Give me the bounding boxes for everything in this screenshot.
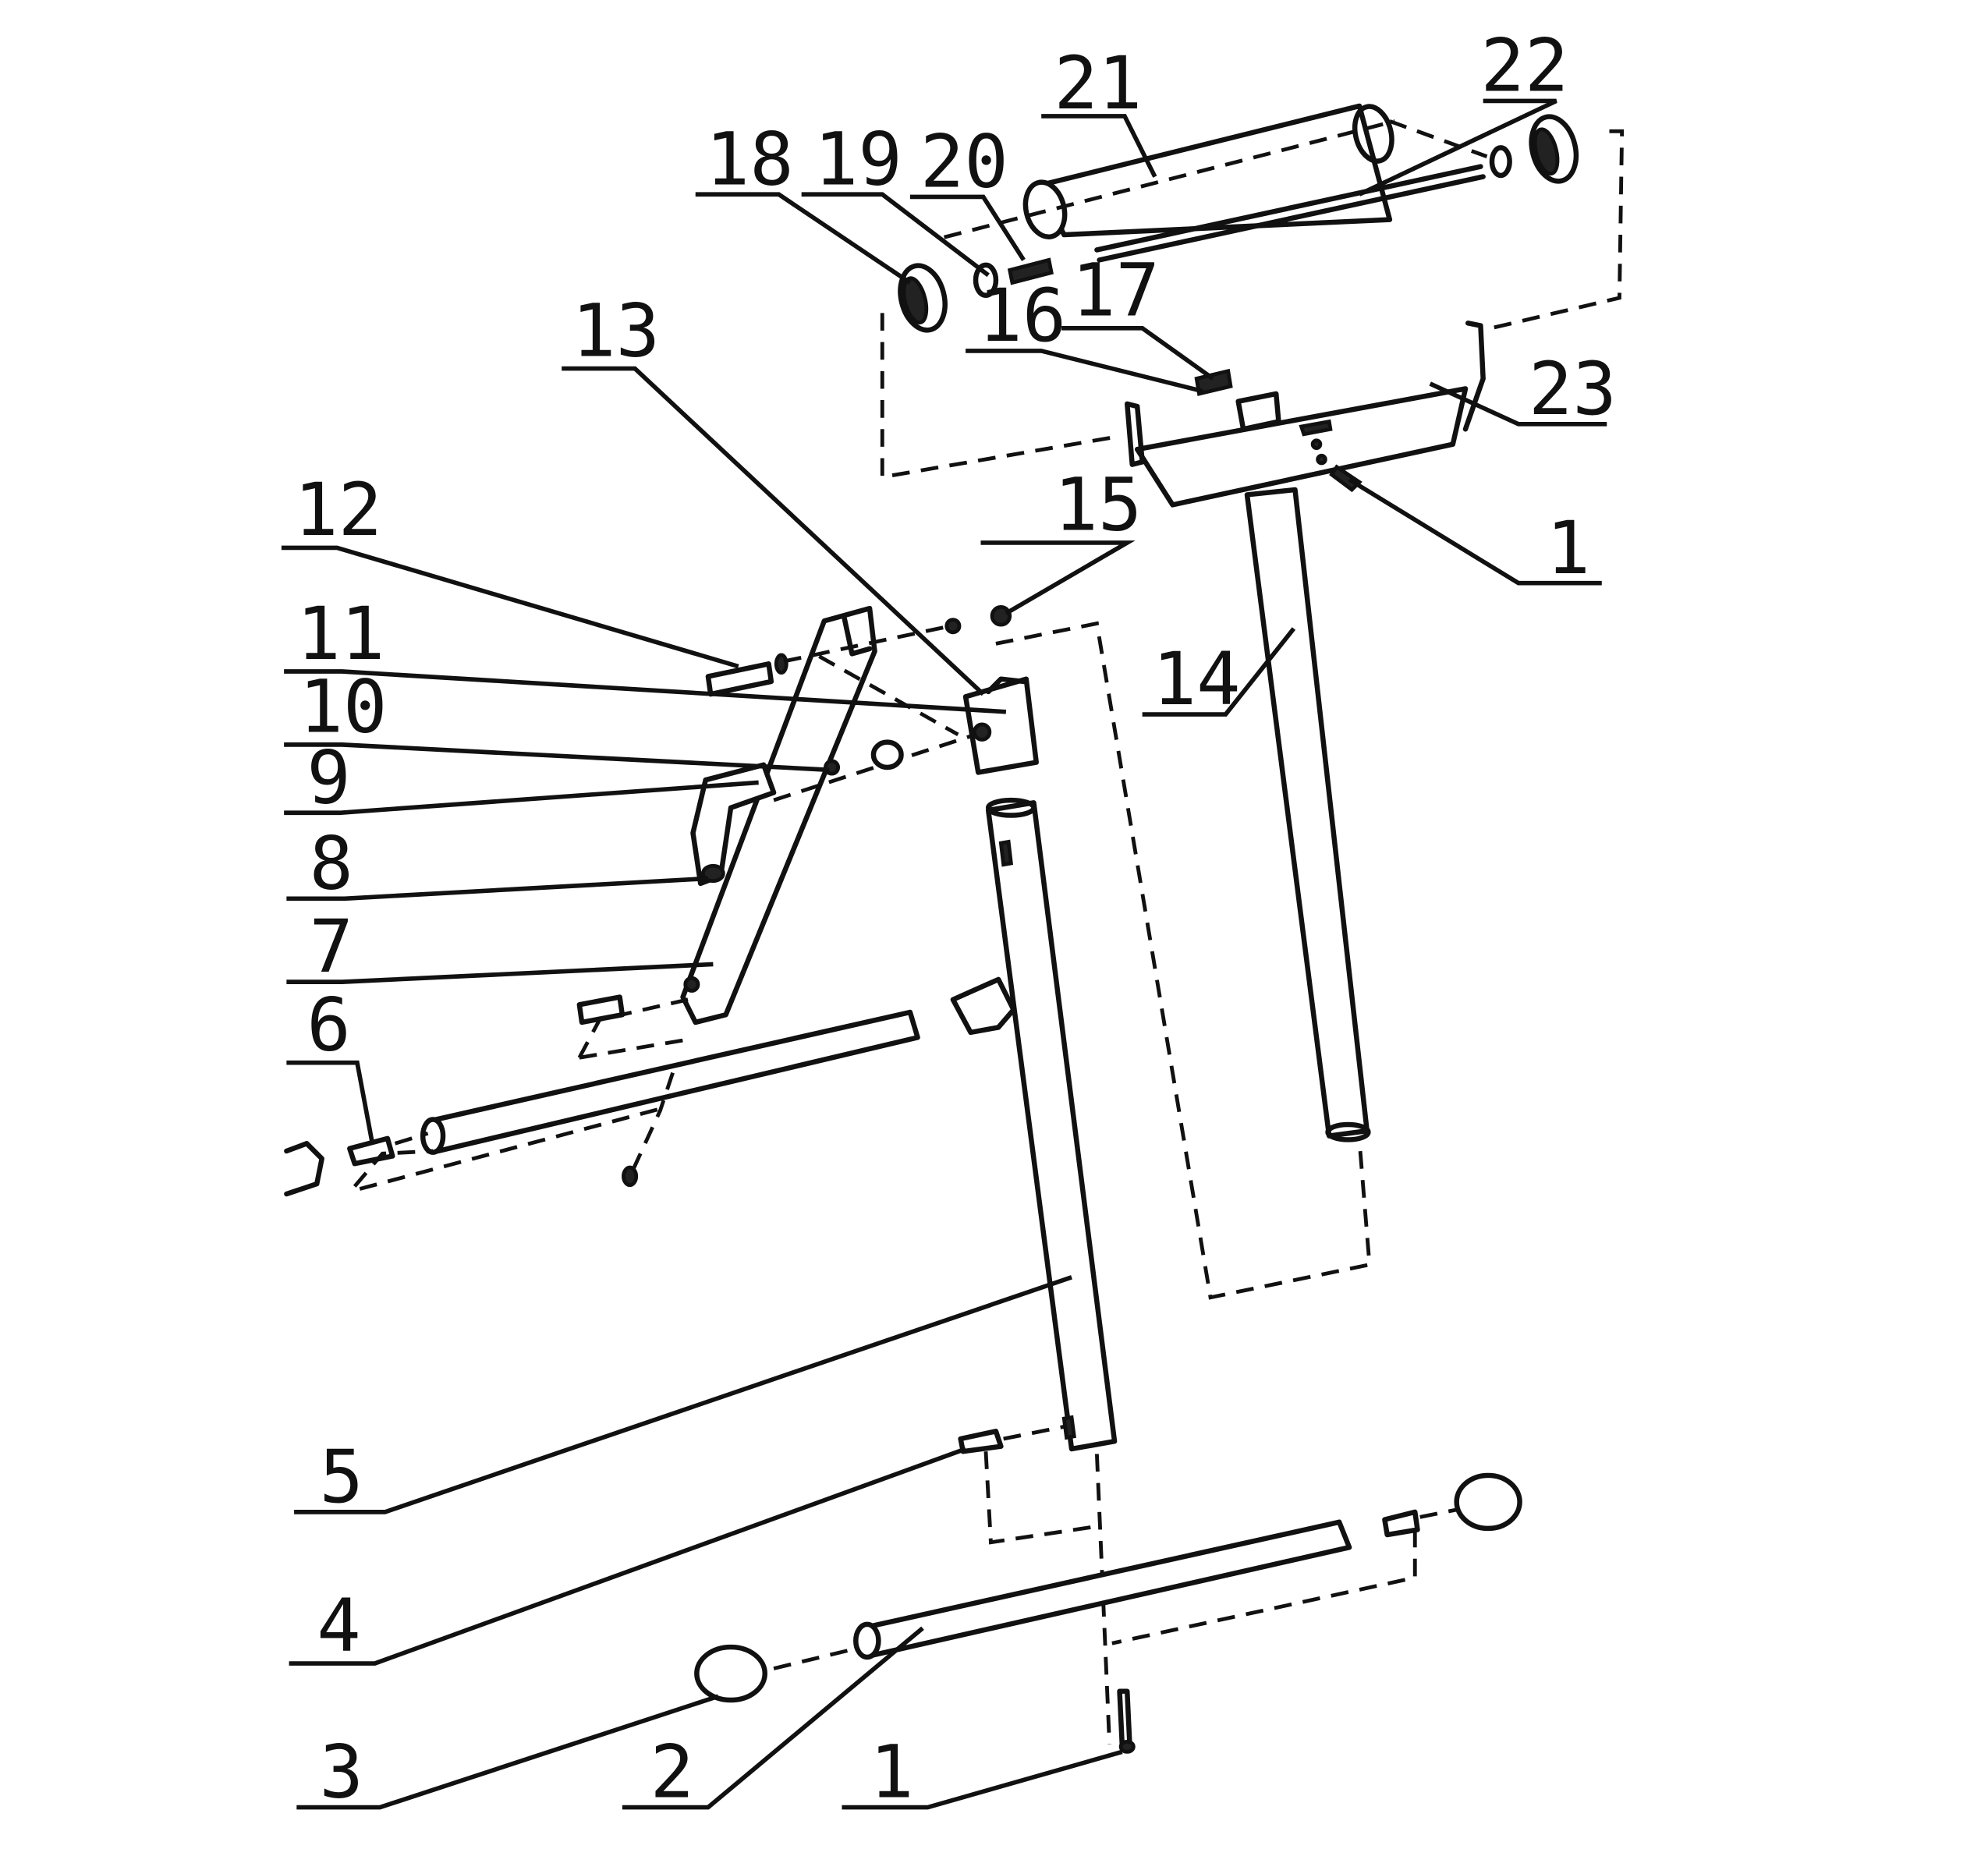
part-2-base-tube [853, 1509, 1420, 1660]
part-3-end-cap [694, 1472, 1522, 1703]
part-18-end-cap-left [898, 263, 948, 333]
callout-20: 20 [920, 120, 1008, 205]
callout-18: 18 [706, 117, 794, 202]
callout-15: 15 [1054, 463, 1142, 548]
part-14-upper-post [1244, 487, 1371, 1142]
callout-3: 3 [319, 1730, 363, 1815]
part-8-handle [690, 762, 777, 887]
callout-16: 16 [978, 274, 1066, 359]
callout-11: 11 [296, 592, 384, 677]
callout-5: 5 [319, 1435, 363, 1520]
part-11-head-block [962, 676, 1039, 775]
part-7-arm [680, 605, 877, 1025]
callout-19: 19 [814, 117, 902, 202]
callout-23: 23 [1529, 347, 1617, 432]
callout-8: 8 [310, 821, 354, 906]
part-22-axle-rod [1094, 119, 1488, 263]
part-5-lower-post [985, 797, 1118, 1452]
part-1-bolt-bottom [1117, 1688, 1136, 1754]
callout-14: 14 [1153, 637, 1241, 722]
callout-21: 21 [1054, 41, 1142, 126]
callout-1-bottom: 1 [870, 1730, 914, 1815]
assembly-path-post [995, 621, 1372, 1300]
callout-17: 17 [1072, 249, 1160, 334]
part-15-nut [990, 605, 1012, 627]
part-10-bushing [824, 739, 904, 776]
part-20-spring [1007, 257, 1054, 285]
part-6-foot-tube [284, 976, 1016, 1197]
callout-10: 10 [299, 665, 388, 750]
part-4-pin [958, 1429, 1004, 1454]
part-18-end-cap-right [1489, 114, 1579, 184]
callout-1-top: 1 [1547, 506, 1591, 591]
part-21-roller [1022, 103, 1394, 239]
part-12-bolt [705, 653, 788, 697]
callout-13: 13 [572, 289, 660, 374]
part-19-washer [973, 262, 999, 298]
part-13-washer [944, 618, 962, 635]
callout-22: 22 [1480, 24, 1568, 109]
callout-9: 9 [307, 735, 351, 820]
parts-drawing [284, 103, 1625, 1754]
callout-4: 4 [317, 1584, 361, 1669]
callout-6: 6 [307, 983, 351, 1068]
callout-labels: 21 22 18 19 20 16 17 23 1 13 15 14 12 11… [294, 24, 1617, 1815]
assembly-path-roller [880, 119, 1625, 480]
callout-2: 2 [650, 1730, 694, 1815]
callout-12: 12 [294, 468, 382, 553]
part-23-bracket [1125, 321, 1486, 508]
assembly-path-bolt [773, 624, 976, 802]
callout-7: 7 [310, 905, 354, 990]
leader-lines [281, 98, 1607, 1810]
